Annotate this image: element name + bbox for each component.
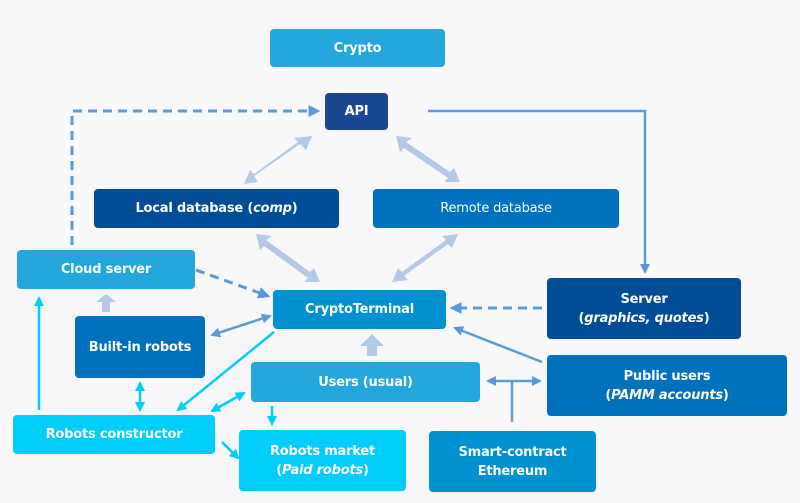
arrow-localdb-terminal <box>256 234 320 282</box>
arrow-builtin-terminal <box>210 313 272 338</box>
node-crypto-label: Crypto <box>333 40 382 56</box>
node-smart-contract-label: Smart-contract <box>458 444 567 460</box>
public-sub-italic: PAMM accounts <box>611 387 723 403</box>
node-crypto-terminal-label: CryptoTerminal <box>305 302 414 317</box>
node-cloud-server[interactable]: Cloud server <box>17 250 195 289</box>
node-built-in-robots[interactable]: Built-in robots <box>75 316 205 378</box>
node-public-users[interactable]: Public users (PAMM accounts) <box>547 355 787 416</box>
arrow-api-localdb <box>244 136 312 184</box>
arrow-constructor-users <box>210 391 246 413</box>
node-local-database-label: Local database (comp) <box>135 199 297 218</box>
market-sub-prefix: ( <box>276 462 282 478</box>
node-server-label: Server <box>620 291 668 307</box>
market-sub-suffix: ) <box>363 462 369 478</box>
node-server[interactable]: Server (graphics, quotes) <box>547 278 741 339</box>
node-smart-contract[interactable]: Smart-contract Ethereum <box>429 431 596 492</box>
node-robots-constructor-label: Robots constructor <box>45 427 183 442</box>
local-db-suffix: ) <box>291 201 298 216</box>
arrow-cloud-to-terminal <box>195 268 271 299</box>
arrow-terminal-to-constructor <box>176 331 275 412</box>
node-remote-database-label: Remote database <box>440 201 552 216</box>
node-local-database[interactable]: Local database (comp) <box>94 189 339 228</box>
node-robots-market[interactable]: Robots market (Paid robots) <box>239 430 406 491</box>
node-api[interactable]: API <box>325 93 388 130</box>
node-public-users-sublabel: (PAMM accounts) <box>605 386 728 405</box>
node-server-sublabel: (graphics, quotes) <box>579 309 710 328</box>
market-sub-italic: Paid robots <box>281 462 364 478</box>
node-users-usual-label: Users (usual) <box>318 374 413 390</box>
arrow-constructor-to-market <box>221 441 240 460</box>
local-db-italic: comp <box>253 201 292 216</box>
arrow-remotedb-terminal <box>392 234 458 282</box>
arrow-api-remotedb <box>396 136 460 182</box>
node-cloud-server-label: Cloud server <box>60 262 152 277</box>
arrow-builtin-to-cloud <box>96 294 116 312</box>
node-api-label: API <box>344 104 369 119</box>
arrow-users-to-terminal <box>360 334 384 356</box>
node-crypto[interactable]: Crypto <box>270 29 445 67</box>
node-users-usual[interactable]: Users (usual) <box>251 362 480 402</box>
server-sub-italic: graphics, quotes <box>584 310 704 326</box>
node-public-users-label: Public users <box>623 368 711 384</box>
node-robots-market-label: Robots market <box>269 443 376 459</box>
node-robots-market-sublabel: (Paid robots) <box>276 461 369 480</box>
server-sub-suffix: ) <box>703 310 710 326</box>
node-robots-constructor[interactable]: Robots constructor <box>13 415 215 454</box>
public-sub-prefix: ( <box>605 387 612 403</box>
node-built-in-robots-label: Built-in robots <box>88 339 192 355</box>
node-crypto-terminal[interactable]: CryptoTerminal <box>273 290 446 329</box>
arrow-api-to-server <box>428 109 650 274</box>
server-sub-prefix: ( <box>578 310 585 326</box>
node-smart-contract-sublabel: Ethereum <box>477 463 548 479</box>
node-remote-database[interactable]: Remote database <box>373 189 619 228</box>
local-db-text: Local database ( <box>135 201 254 216</box>
arrow-public-to-terminal <box>453 326 543 364</box>
public-sub-suffix: ) <box>722 387 729 403</box>
